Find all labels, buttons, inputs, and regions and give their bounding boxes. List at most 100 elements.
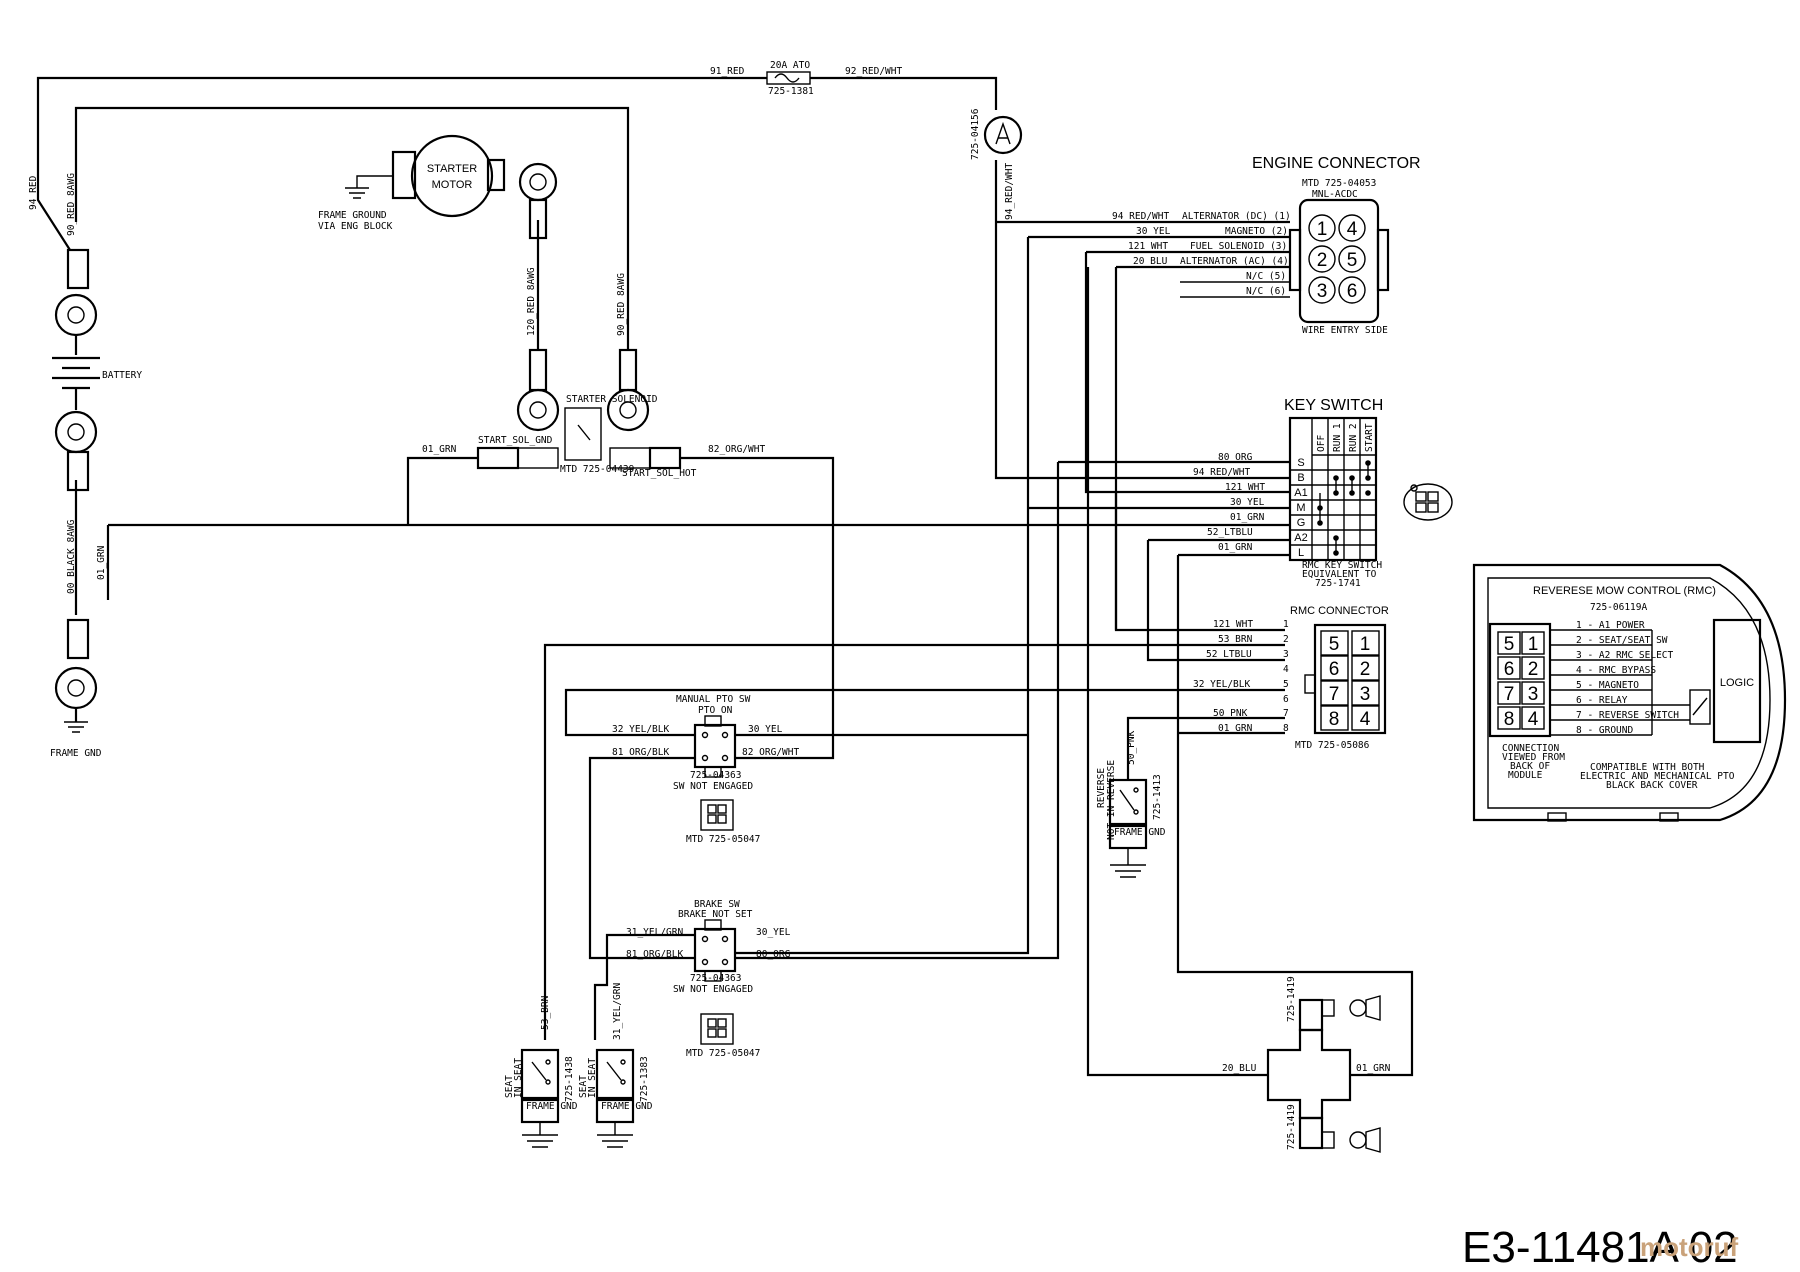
mod-pin: 5 (1504, 634, 1515, 655)
starter-ground-1: FRAME GROUND (318, 210, 387, 221)
headlight-wire-right: 01_GRN (1356, 1063, 1391, 1074)
mod-note-r: BLACK BACK COVER (1606, 780, 1698, 791)
brake-wire-br: 80_ORG (756, 949, 791, 960)
key-note-3: 725-1741 (1315, 578, 1361, 589)
rmc-num: 8 (1283, 723, 1289, 734)
engine-connector: ENGINE CONNECTOR MTD 725-04053 MNL-ACDC … (1112, 155, 1421, 336)
eng-row-wire: 30_YEL (1136, 226, 1171, 237)
mod-note-l: MODULE (1508, 770, 1543, 781)
key-wire: 01_GRN (1218, 542, 1253, 553)
rmc-num: 5 (1283, 679, 1289, 690)
mod-func: 5 - MAGNETO (1576, 680, 1639, 691)
mod-func: 7 - REVERSE SWITCH (1576, 710, 1679, 721)
key-term: A1 (1294, 487, 1307, 499)
key-wire: 94_RED/WHT (1193, 467, 1250, 478)
wire-81-org-blk (588, 756, 695, 960)
ammeter-part: 725-04156 (970, 108, 981, 160)
engine-connector-title: ENGINE CONNECTOR (1252, 155, 1421, 172)
rmc-wire: 50_PNK (1213, 708, 1248, 719)
rmc-num: 2 (1283, 634, 1289, 645)
rmc-connector-pins: 5 1 6 2 7 3 8 4 (1320, 630, 1380, 731)
wire-80-org-b (735, 462, 1060, 960)
eng-pin: 1 (1317, 219, 1328, 240)
mod-func: 4 - RMC BYPASS (1576, 665, 1656, 676)
brake-part: 725-04363 (690, 973, 741, 984)
mod-func: 6 - RELAY (1576, 695, 1628, 706)
starter-ground-2: VIA ENG BLOCK (318, 221, 393, 232)
wire-94-red-battery (36, 180, 71, 251)
brake-switch: BRAKE SW BRAKE NOT SET 31_YEL/GRN 30_YEL… (626, 899, 791, 1059)
mod-pin: 6 (1504, 659, 1515, 680)
key-wire: 30_YEL (1230, 497, 1265, 508)
wire-91-red (36, 76, 767, 180)
rmc-module-bus (1550, 629, 1690, 736)
fuse-part: 725-1381 (768, 86, 814, 97)
mod-pin: 2 (1528, 659, 1539, 680)
wire-30-yel (735, 237, 1030, 955)
rmc-module-note-right: COMPATIBLE WITH BOTH ELECTRIC AND MECHAN… (1580, 762, 1735, 791)
wire-32-yel-blk (564, 688, 1285, 737)
mod-func: 2 - SEAT/SEAT SW (1576, 635, 1668, 646)
brake-wire-tl: 31_YEL/GRN (626, 927, 683, 938)
fuse: 20A ATO 725-1381 91_RED 92_RED/WHT (710, 60, 902, 97)
rmc-pin: 8 (1329, 709, 1340, 730)
brake-title-2: BRAKE NOT SET (678, 909, 753, 920)
rmc-connector-part: MTD 725-05086 (1295, 740, 1370, 751)
solenoid-gnd-label: START_SOL_GND (478, 435, 553, 446)
pto-wire-tr: 30_YEL (748, 724, 783, 735)
pto-conn: MTD 725-05047 (686, 834, 760, 845)
mod-note-l: BACK OF (1510, 761, 1550, 772)
wire-82-org-wht (680, 456, 835, 760)
solenoid-label: STARTER SOLENOID (566, 394, 658, 405)
rmc-pin: 6 (1329, 659, 1340, 680)
reverse-label-2: NOT IN REVERSE (1106, 760, 1117, 840)
engine-connector-side: WIRE ENTRY SIDE (1302, 325, 1388, 336)
starter-cable: 120_RED 8AWG (526, 267, 537, 336)
battery-neg-wire: 00_BLACK 8AWG (66, 519, 77, 594)
engine-connector-pins: 1 4 2 5 3 6 (1308, 214, 1366, 304)
key-wire: 121_WHT (1225, 482, 1265, 493)
mod-pin: 4 (1528, 709, 1539, 730)
starter-motor: STARTER MOTOR FRAME GROUND VIA ENG BLOCK… (318, 134, 558, 336)
battery-gnd-wire: 01_GRN (96, 545, 107, 580)
mod-note-l: CONNECTION (1502, 743, 1559, 754)
pto-title-1: MANUAL PTO SW (676, 694, 751, 705)
wires (36, 76, 1414, 1077)
brake-wire-bl: 81_ORG/BLK (626, 949, 683, 960)
watermark: motoruf (1640, 1232, 1739, 1262)
eng-row-wire: 121_WHT (1128, 241, 1168, 252)
mod-func: 3 - A2 RMC SELECT (1576, 650, 1674, 661)
key-pos-run1: RUN 1 (1332, 423, 1343, 452)
rmc-num: 1 (1283, 619, 1289, 630)
seat-a-gnd: FRAME GND (526, 1101, 578, 1112)
eng-row-func: FUEL SOLENOID (3) (1190, 241, 1287, 252)
eng-pin: 3 (1317, 281, 1328, 302)
key-term: M (1296, 502, 1305, 514)
pto-wire-br: 82_ORG/WHT (742, 747, 799, 758)
pto-switch: MANUAL PTO SW PTO ON 32_YEL/BLK 30_YEL 8… (612, 694, 799, 845)
brake-title-1: BRAKE SW (694, 899, 740, 910)
ammeter: 725-04156 94_RED/WHT (970, 108, 1023, 220)
rmc-module-pins: 5 1 6 2 7 3 8 4 (1497, 631, 1545, 730)
wire-31-yel-grn (593, 933, 695, 1040)
rmc-module-note-left: CONNECTION VIEWED FROM BACK OF MODULE (1502, 743, 1565, 781)
wire-92-red-wht (810, 76, 998, 110)
brake-wire-tr: 30_YEL (756, 927, 791, 938)
solenoid-part: MTD 725-04439 (560, 464, 635, 475)
rmc-connector-rows: 121_WHT 1 53_BRN 2 52_LTBLU 3 4 32_YEL/B… (1193, 619, 1289, 734)
mod-func: 8 - GROUND (1576, 725, 1633, 736)
key-switch: KEY SWITCH OFF RUN 1 RUN 2 START S B A1 … (1193, 397, 1453, 589)
brake-conn: MTD 725-05047 (686, 1048, 760, 1059)
ammeter-wire: 94_RED/WHT (1004, 163, 1015, 220)
rmc-num: 6 (1283, 694, 1289, 705)
doc-id: E3-11481A 02 (1462, 1223, 1738, 1272)
pto-part: 725-04363 (690, 770, 741, 781)
mod-pin: 7 (1504, 684, 1515, 705)
seat-switch-a: FRAME GND 53_BRN SEAT IN SEAT 725-1438 (504, 995, 578, 1148)
pto-wire-bl: 81_ORG/BLK (612, 747, 669, 758)
headlight-part-bottom: 725-1419 (1286, 1104, 1297, 1150)
rmc-pin: 7 (1329, 684, 1340, 705)
seat-b-label-2: IN SEAT (587, 1058, 598, 1098)
key-wire: 01_GRN (1230, 512, 1265, 523)
